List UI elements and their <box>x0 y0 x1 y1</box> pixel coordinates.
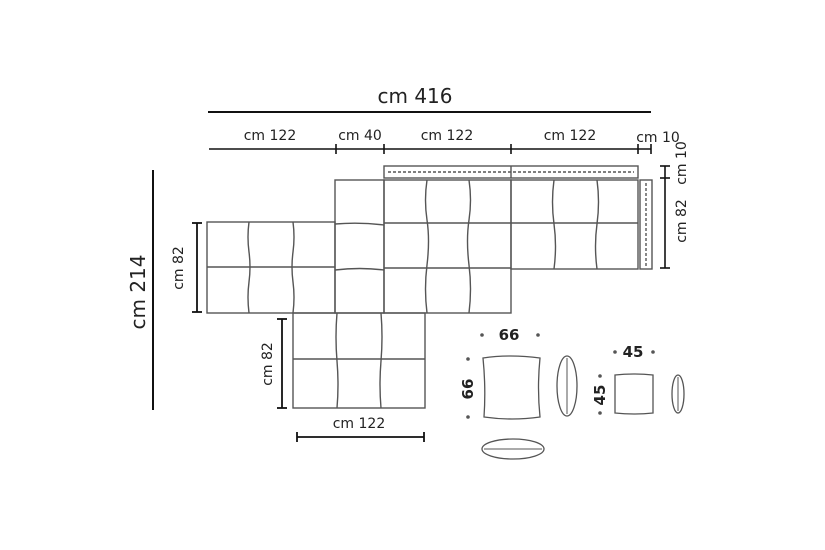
segment-2-label: cm 40 <box>338 128 382 144</box>
segment-3-label: cm 122 <box>421 128 474 144</box>
large-cushion: 66 66 <box>459 326 578 460</box>
lower-module-width-dimension: cm 122 <box>296 416 425 442</box>
total-width-label: cm 416 <box>377 84 452 108</box>
middle-module <box>383 179 512 314</box>
lower-module-depth-label: cm 82 <box>260 342 276 386</box>
small-cushion-width-label: 45 <box>623 343 644 361</box>
right-rail-label: cm 10 <box>674 141 690 185</box>
lower-module <box>292 312 426 409</box>
right-module <box>510 179 639 270</box>
segment-4-label: cm 122 <box>544 128 597 144</box>
small-cushion: 45 45 <box>591 343 685 415</box>
large-cushion-width-label: 66 <box>499 326 520 344</box>
total-depth-label: cm 214 <box>126 254 150 329</box>
segment-dimension-row: cm 122 cm 40 cm 122 cm 122 cm 10 <box>209 128 680 154</box>
lower-module-width-label: cm 122 <box>333 416 386 432</box>
corner-column-module <box>334 179 385 314</box>
sofa-modules <box>206 165 653 409</box>
segment-5-label: cm 10 <box>636 130 680 146</box>
side-arm <box>639 179 653 270</box>
left-module-depth-label: cm 82 <box>171 246 187 290</box>
left-module-depth-dimension: cm 82 <box>171 222 202 313</box>
right-depth-label: cm 82 <box>674 199 690 243</box>
lower-module-depth-dimension: cm 82 <box>260 318 287 409</box>
large-cushion-height-label: 66 <box>459 379 477 400</box>
small-cushion-height-label: 45 <box>591 385 609 406</box>
segment-1-label: cm 122 <box>244 128 297 144</box>
right-depth-dimension: cm 82 cm 10 <box>660 141 690 269</box>
